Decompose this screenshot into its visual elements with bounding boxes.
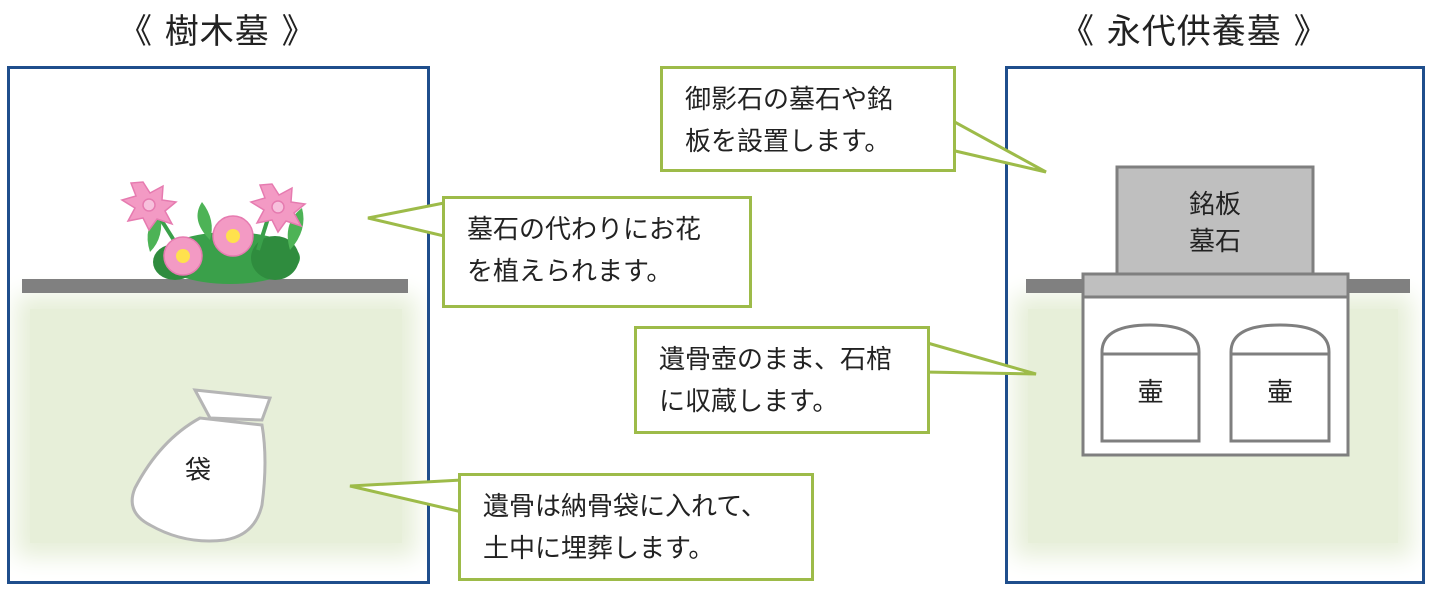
urn-icon [1229, 323, 1331, 443]
callout-tail-bag [349, 478, 464, 514]
callout-line: 墓石の代わりにお花 [467, 215, 702, 245]
callout-tail-urn [922, 340, 1037, 376]
callout-stone: 御影石の墓石や銘 板を設置します。 [660, 66, 956, 172]
callout-tail-stone [949, 117, 1047, 174]
callout-line: に収蔵します。 [659, 387, 839, 417]
urn-label: 壷 [1137, 378, 1164, 408]
callout-line: 土中に埋葬します。 [483, 534, 715, 564]
bag-label: 袋 [184, 456, 211, 486]
callout-urn: 遺骨壺のまま、石棺 に収蔵します。 [634, 326, 930, 434]
flower-icon [163, 236, 203, 276]
callout-line: 御影石の墓石や銘 [685, 85, 894, 115]
nameplate-label: 銘板 [1188, 190, 1241, 220]
urn-icon [1100, 323, 1201, 443]
callout-tail-flowers [367, 201, 446, 238]
flower-icon [212, 215, 254, 257]
flower-icon [120, 181, 178, 232]
memorial-stone-icon [1115, 165, 1315, 277]
flower-icon [249, 183, 307, 234]
callout-line: 遺骨は納骨袋に入れて、 [483, 492, 767, 522]
tree-burial-panel [7, 66, 430, 584]
callout-flowers: 墓石の代わりにお花 を植えられます。 [442, 196, 752, 308]
callout-bag: 遺骨は納骨袋に入れて、 土中に埋葬します。 [458, 473, 814, 581]
urn-label: 壷 [1266, 378, 1293, 408]
gravestone-label: 墓石 [1188, 227, 1241, 257]
callout-line: を植えられます。 [467, 257, 673, 287]
burial-bag-icon [130, 388, 273, 543]
callout-line: 板を設置します。 [685, 127, 891, 157]
ground-line [22, 279, 408, 293]
right-title: 《 永代供養墓 》 [1060, 12, 1329, 52]
left-title: 《 樹木墓 》 [118, 12, 317, 52]
callout-line: 遺骨壺のまま、石棺 [659, 345, 892, 375]
